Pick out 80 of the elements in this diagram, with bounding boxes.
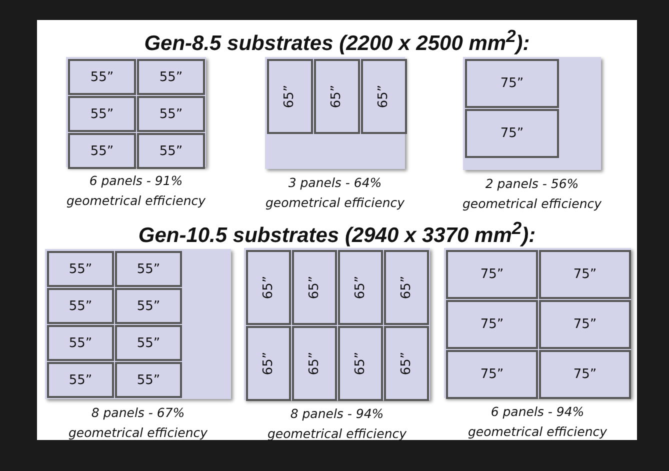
display-panel [446, 250, 538, 299]
display-panel [137, 96, 205, 132]
substrate [444, 248, 631, 398]
display-panel [338, 326, 383, 401]
display-panel [68, 59, 136, 95]
display-panel [539, 250, 631, 299]
display-panel [137, 133, 205, 169]
display-panel [384, 326, 429, 401]
size-label: 75” [480, 267, 504, 282]
display-panel [465, 59, 559, 108]
efficiency-label: 8 panels - 67% geometrical efficiency [67, 404, 209, 442]
size-label: 75” [573, 267, 597, 282]
size-label: 65” [261, 352, 276, 376]
size-label: 55” [159, 144, 183, 158]
display-panel [246, 326, 291, 401]
display-panel [384, 250, 429, 325]
display-panel [539, 300, 631, 349]
substrate [45, 249, 231, 399]
size-label: 75” [573, 367, 597, 382]
size-label: 65” [282, 84, 298, 108]
display-panel [246, 250, 291, 325]
size-label: 55” [68, 298, 92, 314]
size-label: 75” [573, 317, 597, 332]
size-label: 55” [68, 372, 92, 388]
display-panel [338, 250, 383, 325]
substrate [244, 248, 430, 400]
size-label: 55” [136, 372, 160, 388]
size-label: 65” [261, 276, 276, 300]
efficiency-label: 6 panels - 94% geometrical efficiency [466, 403, 608, 441]
display-panel [361, 59, 407, 134]
size-label: 55” [136, 298, 160, 314]
size-label: 75” [500, 126, 524, 141]
display-panel [47, 362, 114, 398]
substrate [463, 57, 601, 170]
display-panel [465, 109, 559, 158]
size-label: 55” [159, 106, 183, 122]
size-label: 65” [307, 352, 322, 376]
display-panel [267, 59, 313, 134]
size-label: 75” [500, 76, 524, 91]
size-label: 55” [68, 262, 92, 276]
size-label: 65” [376, 84, 392, 108]
display-panel [292, 250, 337, 325]
display-panel [115, 325, 182, 361]
heading: Gen-10.5 substrates (2940 x 3370 mm$^{2}$): [137, 218, 537, 248]
size-label: 55” [90, 106, 114, 122]
display-panel [115, 251, 182, 287]
size-label: 75” [480, 367, 504, 382]
display-panel [68, 96, 136, 132]
size-label: 55” [90, 144, 114, 158]
efficiency-label: 8 panels - 94% geometrical efficiency [266, 405, 408, 443]
display-panel [292, 326, 337, 401]
size-label: 65” [399, 276, 414, 300]
display-panel [68, 133, 136, 169]
size-label: 55” [159, 70, 183, 84]
substrate [66, 57, 206, 167]
size-label: 65” [353, 276, 368, 300]
size-label: 55” [68, 336, 92, 350]
display-panel [47, 325, 114, 361]
display-panel [115, 288, 182, 324]
display-panel [539, 350, 631, 399]
heading: Gen-8.5 substrates (2200 x 2500 mm$^{2}$): [143, 26, 531, 56]
size-label: 55” [136, 336, 160, 350]
size-label: 75” [480, 317, 504, 332]
efficiency-label: 6 panels - 91% geometrical efficiency [65, 172, 207, 210]
display-panel [115, 362, 182, 398]
size-label: 65” [330, 84, 344, 108]
size-label: 55” [136, 262, 160, 276]
display-panel [446, 350, 538, 399]
display-panel [47, 288, 114, 324]
display-panel [446, 300, 538, 349]
display-panel [47, 251, 114, 287]
substrate [265, 57, 405, 169]
size-label: 65” [353, 352, 368, 376]
efficiency-label: 3 panels - 64% geometrical efficiency [264, 174, 406, 212]
display-panel [137, 59, 205, 95]
efficiency-label: 2 panels - 56% geometrical efficiency [461, 175, 603, 213]
size-label: 65” [399, 352, 414, 376]
size-label: 65” [307, 276, 322, 300]
size-label: 55” [90, 70, 114, 84]
display-panel [314, 59, 360, 134]
